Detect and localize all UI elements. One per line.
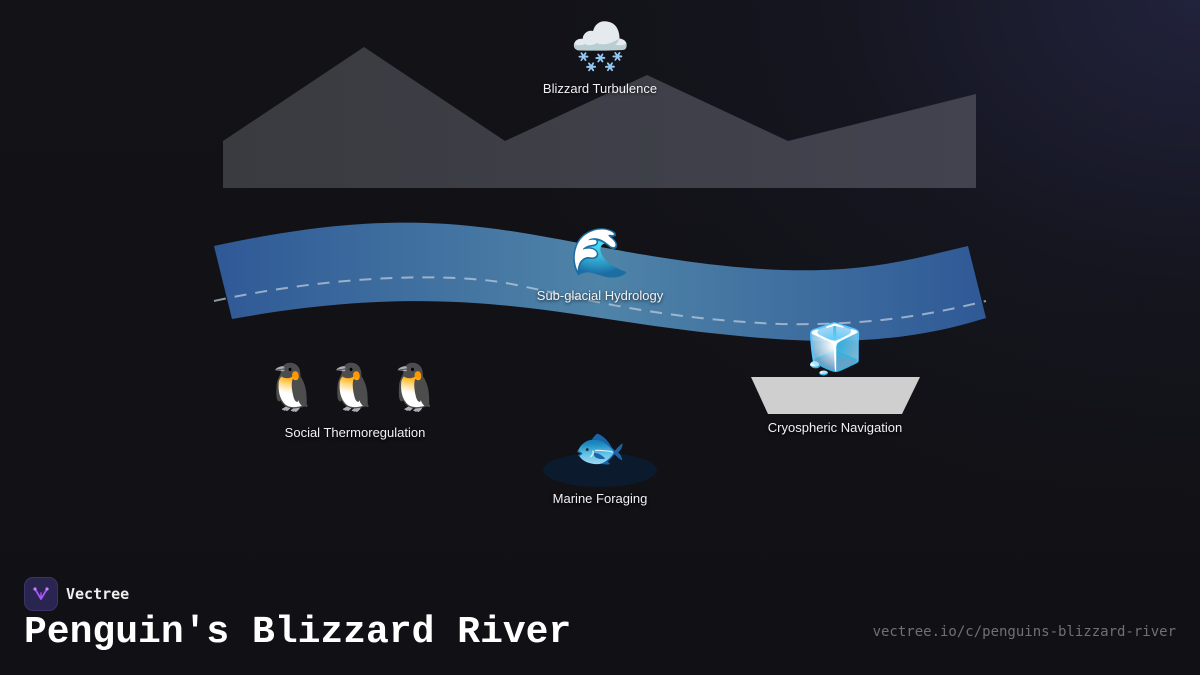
river-current-line	[213, 276, 987, 326]
vectree-logo-icon	[24, 577, 58, 611]
wave-icon: 🌊	[570, 225, 630, 281]
penguin-icon: 🐧🐧🐧	[263, 360, 447, 414]
foraging-pool	[543, 453, 657, 487]
mountain-range	[223, 47, 976, 188]
share-url[interactable]: vectree.io/c/penguins-blizzard-river	[872, 624, 1176, 640]
marine-foraging-label: Marine Foraging	[552, 491, 648, 506]
fish-icon: 🐟	[573, 423, 627, 472]
cryospheric-navigation-label: Cryospheric Navigation	[767, 420, 903, 435]
page-title: Penguin's Blizzard River	[24, 611, 572, 654]
river-band	[214, 222, 986, 341]
ice-shelf	[751, 377, 920, 414]
sub-glacial-hydrology-label: Sub-glacial Hydrology	[536, 288, 664, 303]
social-thermoregulation-label: Social Thermoregulation	[284, 425, 426, 440]
ice-cube-icon: 🧊	[805, 321, 865, 377]
snow-cloud-icon: 🌨️	[570, 19, 630, 75]
brand: Vectree	[24, 577, 129, 611]
brand-name: Vectree	[66, 585, 130, 603]
blizzard-turbulence-label: Blizzard Turbulence	[542, 81, 658, 96]
